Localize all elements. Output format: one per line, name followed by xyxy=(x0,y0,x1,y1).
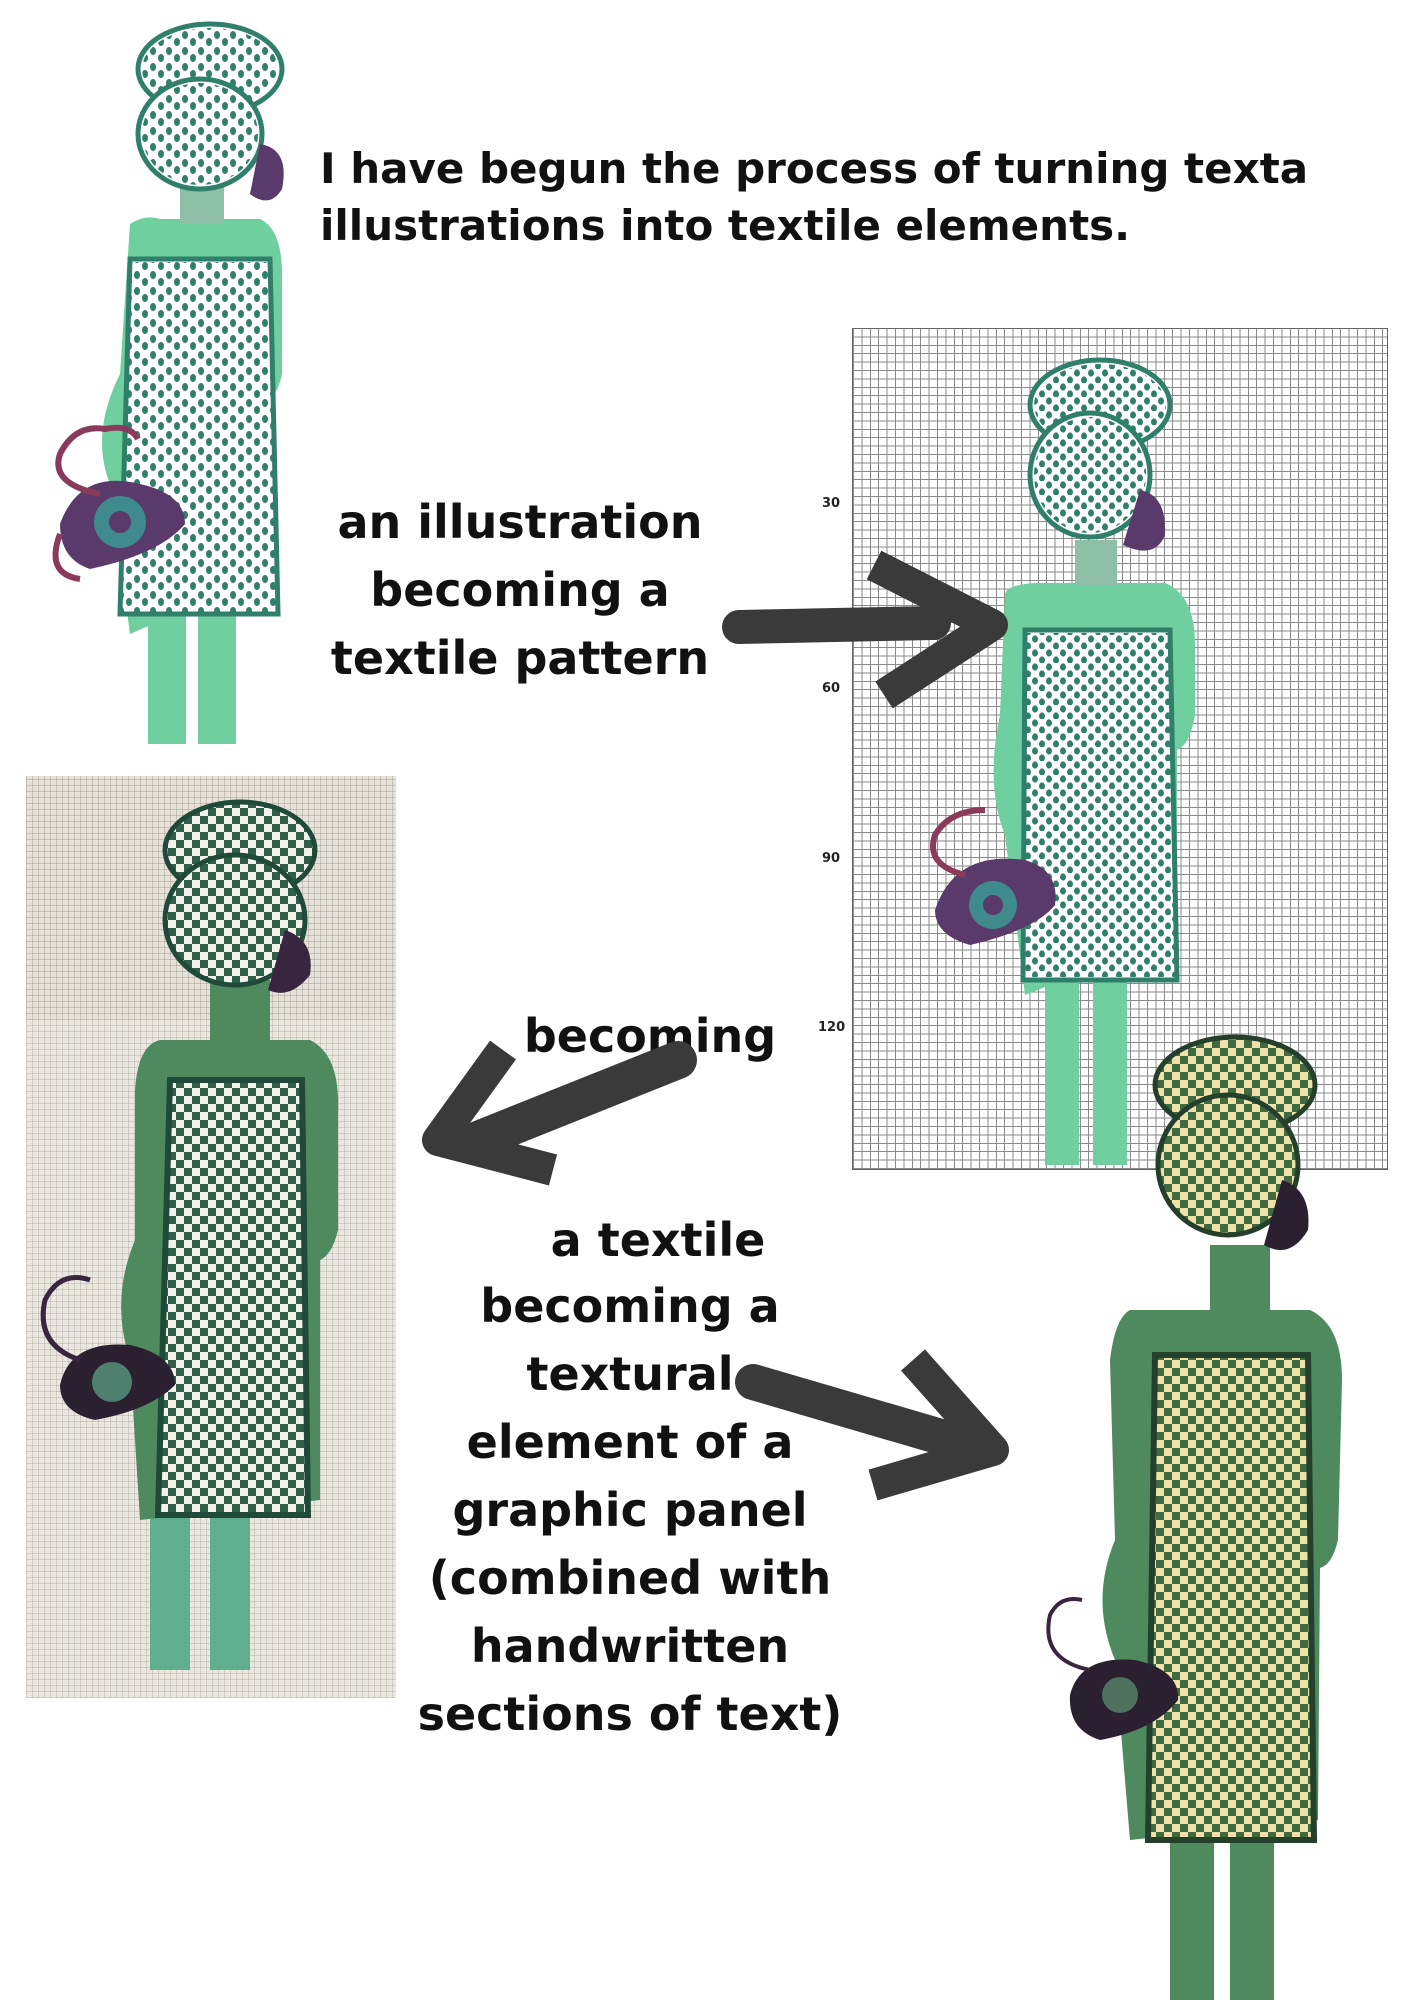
grid-label-120: 120 xyxy=(818,1020,846,1035)
cross-stitch-figure xyxy=(40,799,339,1670)
intro-line-2: illustrations into textile elements. xyxy=(320,201,1131,250)
arrow-right-1 xyxy=(722,550,1008,709)
pattern-figure xyxy=(930,357,1195,1165)
grid-label-90: 90 xyxy=(822,851,841,866)
intro-text: I have begun the process of turning text… xyxy=(320,140,1309,254)
grid-label-60: 60 xyxy=(822,681,841,696)
arrow-left xyxy=(422,1040,697,1186)
caption-graphic-panel: becoming a textural element of a graphic… xyxy=(417,1279,843,1741)
intro-line-1: I have begun the process of turning text… xyxy=(320,144,1309,193)
grid-label-30: 30 xyxy=(822,496,841,511)
texta-illustration xyxy=(52,21,285,744)
caption-becoming-textile: becoming a textile xyxy=(523,1009,777,1267)
caption-illustration-to-pattern: an illustration becoming a textile patte… xyxy=(330,495,710,685)
graphic-panel-figure xyxy=(1046,1034,1342,2000)
arrow-right-2 xyxy=(735,1349,1009,1501)
